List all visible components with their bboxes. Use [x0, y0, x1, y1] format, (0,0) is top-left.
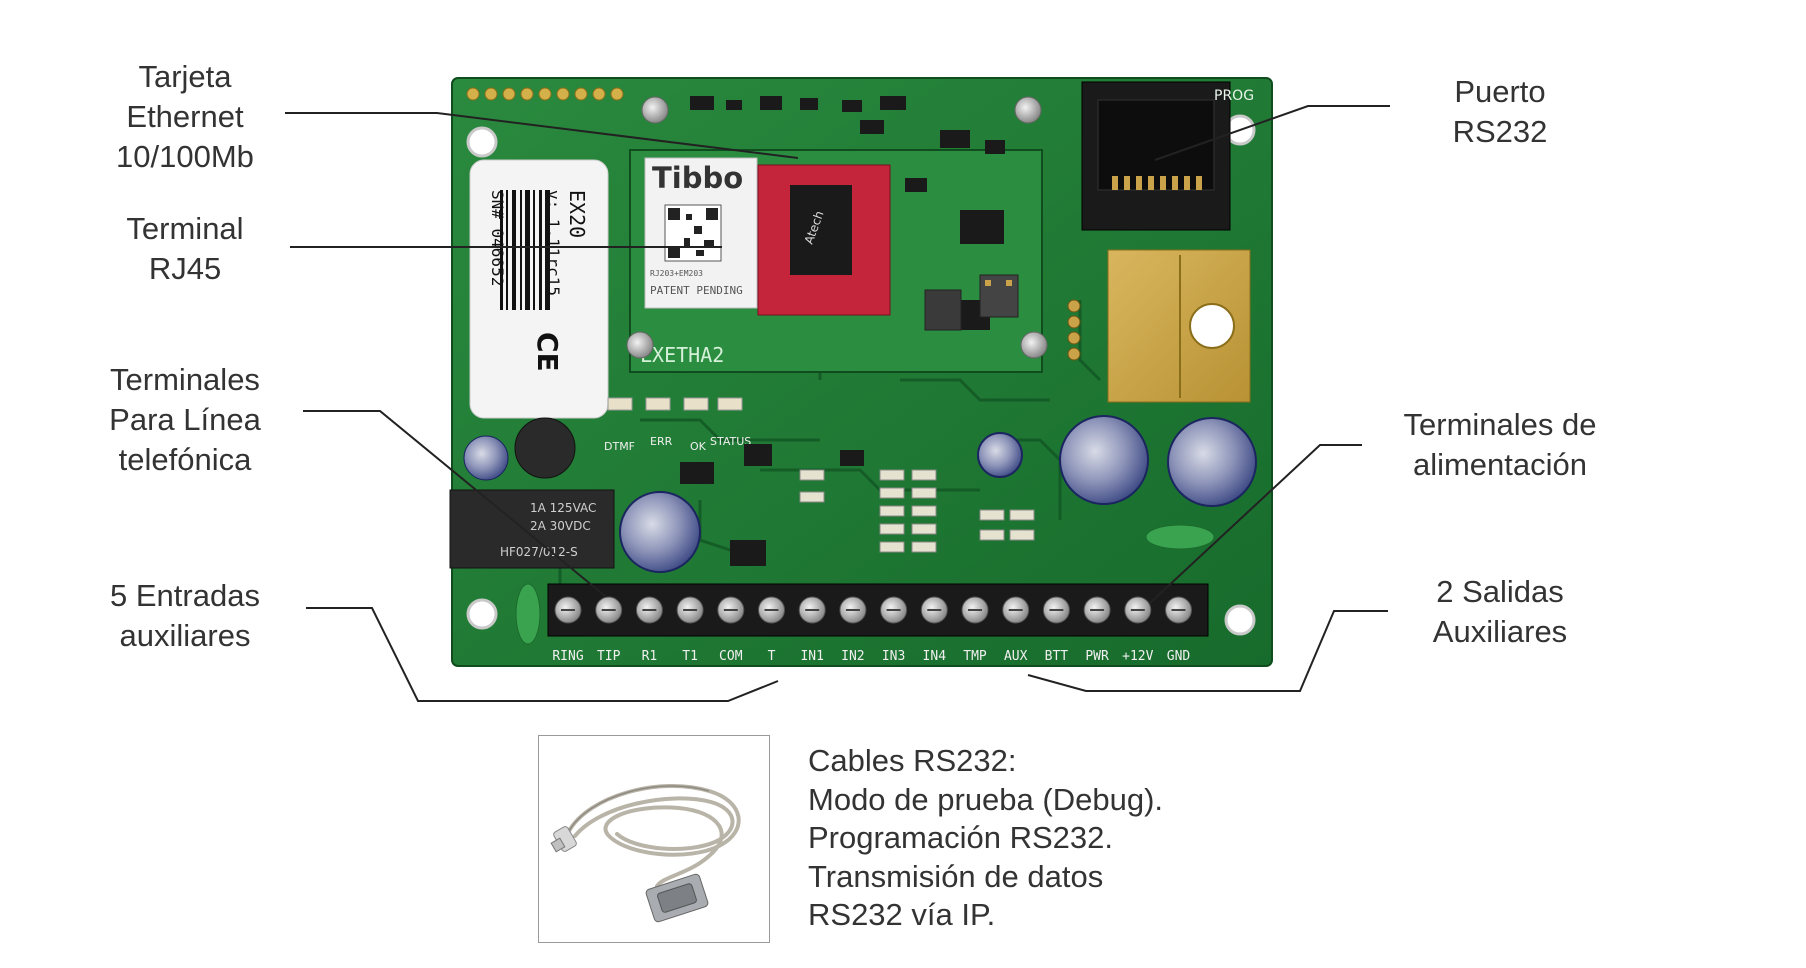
callout-phone-line-1: Terminales — [110, 362, 260, 397]
terminal-label: AUX — [1004, 649, 1028, 664]
leader-aux-outputs — [1027, 610, 1388, 692]
terminal-label: IN2 — [841, 649, 864, 664]
led-label-dtmf: DTMF — [604, 440, 635, 453]
module-name: LXETHA2 — [640, 343, 724, 367]
callout-rs232-line-2: RS232 — [1452, 114, 1548, 149]
callout-rs232-port: Puerto RS232 — [1400, 72, 1600, 152]
terminal-label: IN4 — [923, 649, 947, 664]
cable-desc-title: Cables RS232: — [808, 743, 1017, 778]
terminal-label: PWR — [1085, 649, 1109, 664]
relay-text-2: 2A 30VDC — [530, 519, 591, 533]
capacitor-1 — [619, 491, 701, 573]
leader-aux-inputs — [306, 607, 779, 702]
terminal-label: TMP — [963, 649, 987, 664]
callout-phone-line-3: telefónica — [118, 442, 252, 477]
callout-aux-inputs-line-1: 5 Entradas — [110, 578, 260, 613]
relay-text-3: HF027/012-S — [500, 545, 578, 559]
tibbo-brand: Tibbo — [652, 161, 743, 195]
callout-rj45: Terminal RJ45 — [85, 209, 285, 289]
terminal-label: GND — [1167, 649, 1191, 664]
relay-text-1: 1A 125VAC — [530, 501, 596, 515]
prog-label: PROG — [1214, 88, 1254, 104]
board-model: EX20 — [565, 190, 589, 238]
terminal-label: IN1 — [800, 649, 823, 664]
capacitor-3 — [1059, 415, 1149, 505]
terminal-label: RING — [552, 649, 583, 664]
capacitor-4 — [1167, 417, 1257, 507]
cable-desc-line-programming: Programación RS232. — [808, 820, 1113, 855]
callout-aux-inputs: 5 Entradas auxiliares — [75, 576, 295, 656]
terminal-label: T — [768, 649, 776, 664]
capacitor-2 — [977, 432, 1023, 478]
callout-aux-outputs: 2 Salidas Auxiliares — [1400, 572, 1600, 652]
terminal-label: T1 — [682, 649, 698, 664]
capacitor-small — [463, 435, 509, 481]
callout-power-line-1: Terminales de — [1403, 407, 1597, 442]
callout-aux-inputs-line-2: auxiliares — [119, 618, 251, 653]
leader-power — [1149, 444, 1362, 604]
callout-ethernet-line-2: Ethernet — [126, 99, 244, 134]
relay — [449, 489, 615, 569]
leader-ethernet — [285, 112, 799, 159]
callout-power-terminals: Terminales de alimentación — [1370, 405, 1630, 485]
callout-rj45-line-2: RJ45 — [148, 251, 222, 286]
led-label-ok: OK — [690, 440, 707, 453]
patent-label: PATENT PENDING — [650, 284, 743, 297]
module-code: RJ203+EM203 — [650, 269, 703, 278]
callout-ethernet-line-3: 10/100Mb — [116, 139, 254, 174]
callout-ethernet-card: Tarjeta Ethernet 10/100Mb — [85, 57, 285, 177]
terminal-label: BTT — [1045, 649, 1069, 664]
callout-rj45-line-1: Terminal — [126, 211, 244, 246]
terminal-label: IN3 — [882, 649, 905, 664]
rs232-cable-illustration — [550, 783, 741, 923]
leader-phone-line — [303, 410, 606, 597]
terminal-screws — [554, 596, 1192, 624]
terminal-label: R1 — [642, 649, 658, 664]
callout-phone-line-2: Para Línea — [109, 402, 261, 437]
cable-image — [538, 735, 770, 943]
terminal-label: TIP — [597, 649, 621, 664]
terminal-labels: RING TIP R1 T1 COM T IN1 IN2 IN3 IN4 TMP AUX BTT PWR +… — [552, 649, 1190, 664]
led-label-status: STATUS — [710, 435, 751, 448]
terminal-label: +12V — [1122, 649, 1153, 664]
cable-desc-line-transmission: Transmisión de datos — [808, 858, 1104, 894]
callout-aux-outputs-line-2: Auxiliares — [1432, 614, 1568, 649]
cable-description: Cables RS232: Modo de prueba (Debug). Pr… — [808, 742, 1163, 935]
terminal-label: COM — [719, 649, 743, 664]
callout-ethernet-line-1: Tarjeta — [138, 59, 232, 94]
callout-rs232-line-1: Puerto — [1454, 74, 1546, 109]
cable-desc-line-ip: RS232 vía IP. — [808, 897, 996, 932]
svg-text:CE: CE — [531, 332, 564, 372]
callout-aux-outputs-line-1: 2 Salidas — [1436, 574, 1564, 609]
leader-rs232 — [1154, 105, 1390, 161]
callout-phone-line: Terminales Para Línea telefónica — [75, 360, 295, 480]
led-label-err: ERR — [650, 435, 673, 448]
cable-desc-line-debug: Modo de prueba (Debug). — [808, 781, 1164, 817]
callout-power-line-2: alimentación — [1412, 447, 1588, 482]
